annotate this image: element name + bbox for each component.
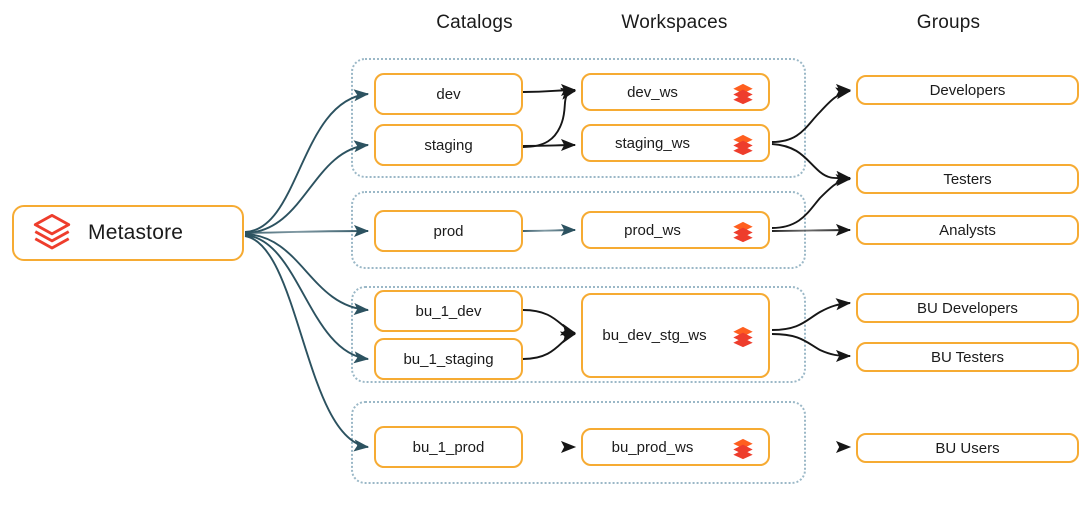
catalog-node-staging[interactable]: staging bbox=[374, 124, 523, 166]
workspace-label: dev_ws bbox=[627, 83, 678, 101]
group-node-bu-testers[interactable]: BU Testers bbox=[856, 342, 1079, 372]
column-header-catalogs: Catalogs bbox=[436, 12, 513, 33]
workspace-label: prod_ws bbox=[624, 221, 681, 239]
workspace-label: bu_dev_stg_ws bbox=[602, 327, 707, 344]
group-label: Developers bbox=[929, 81, 1006, 99]
group-label: BU Developers bbox=[917, 299, 1018, 317]
catalog-node-prod[interactable]: prod bbox=[374, 210, 523, 252]
catalog-node-bu-1-staging[interactable]: bu_1_staging bbox=[374, 338, 523, 380]
column-header-groups: Groups bbox=[916, 12, 981, 33]
databricks-logo-icon bbox=[733, 83, 753, 105]
catalog-node-dev[interactable]: dev bbox=[374, 73, 523, 115]
databricks-logo-icon bbox=[733, 326, 753, 348]
catalog-label: bu_1_dev bbox=[415, 302, 482, 320]
group-label: BU Testers bbox=[930, 348, 1005, 366]
column-header-workspaces: Workspaces bbox=[621, 12, 728, 33]
group-node-bu-developers[interactable]: BU Developers bbox=[856, 293, 1079, 323]
workspace-node-prod-ws[interactable]: prod_ws bbox=[581, 211, 770, 249]
workspace-node-bu-dev-stg-ws[interactable]: bu_dev_stg_ws bbox=[581, 293, 770, 378]
group-node-developers[interactable]: Developers bbox=[856, 75, 1079, 105]
catalog-label: bu_1_staging bbox=[403, 350, 494, 368]
workspace-label: staging_ws bbox=[614, 134, 691, 152]
group-label: Analysts bbox=[939, 221, 996, 239]
metastore-label: Metastore bbox=[88, 221, 184, 244]
databricks-logo-icon bbox=[733, 438, 753, 460]
catalog-label: dev bbox=[436, 85, 461, 103]
metastore-node[interactable]: Metastore bbox=[12, 205, 244, 261]
databricks-logo-icon bbox=[733, 221, 753, 243]
workspace-label: bu_prod_ws bbox=[611, 438, 694, 456]
catalog-label: bu_1_prod bbox=[412, 438, 485, 456]
catalog-label: staging bbox=[424, 136, 473, 154]
group-label: Testers bbox=[943, 170, 992, 188]
group-node-analysts[interactable]: Analysts bbox=[856, 215, 1079, 245]
databricks-logo-icon bbox=[733, 134, 753, 156]
catalog-node-bu-1-prod[interactable]: bu_1_prod bbox=[374, 426, 523, 468]
databricks-logo-outline-icon bbox=[33, 213, 71, 250]
group-label: BU Users bbox=[935, 439, 1000, 457]
edges-metastore-to-catalogs bbox=[244, 89, 370, 452]
group-node-testers[interactable]: Testers bbox=[856, 164, 1079, 194]
group-node-bu-users[interactable]: BU Users bbox=[856, 433, 1079, 463]
workspace-node-staging-ws[interactable]: staging_ws bbox=[581, 124, 770, 162]
workspace-node-bu-prod-ws[interactable]: bu_prod_ws bbox=[581, 428, 770, 466]
catalog-label: prod bbox=[433, 222, 464, 240]
workspace-node-dev-ws[interactable]: dev_ws bbox=[581, 73, 770, 111]
catalog-node-bu-1-dev[interactable]: bu_1_dev bbox=[374, 290, 523, 332]
